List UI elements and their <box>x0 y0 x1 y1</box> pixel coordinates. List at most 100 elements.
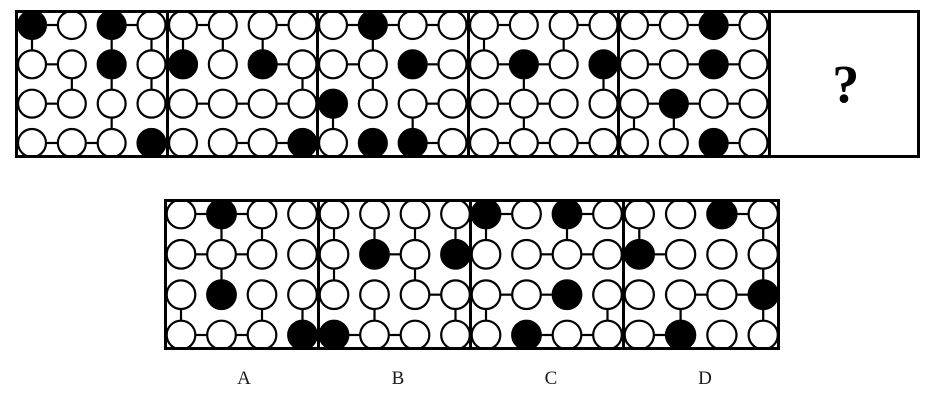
node-empty <box>358 279 390 311</box>
node-empty <box>246 202 278 230</box>
node-empty <box>167 202 197 230</box>
node-filled <box>358 238 390 270</box>
node-empty <box>168 88 198 119</box>
node-grid <box>167 202 317 347</box>
node-empty <box>705 238 738 270</box>
node-filled <box>472 202 502 230</box>
node-filled <box>397 49 428 80</box>
node-empty <box>624 202 655 230</box>
connector-lines <box>179 212 304 337</box>
node-grid <box>624 202 777 347</box>
node-filled <box>698 127 729 155</box>
node-empty <box>136 88 166 119</box>
node-filled <box>746 279 777 311</box>
node-empty <box>658 127 689 155</box>
grid-wrapper <box>620 13 768 155</box>
question-panel-1[interactable] <box>18 13 169 155</box>
node-empty <box>738 13 768 41</box>
option-label-c: C <box>544 368 558 389</box>
node-empty <box>746 238 777 270</box>
node-empty <box>437 127 467 155</box>
node-empty <box>664 202 696 230</box>
node-filled <box>551 202 583 230</box>
node-filled <box>206 202 237 230</box>
node-grid <box>469 13 617 155</box>
node-empty <box>508 88 539 119</box>
question-panel-2[interactable] <box>168 13 319 155</box>
node-empty <box>287 238 317 270</box>
node-empty <box>319 279 349 311</box>
node-empty <box>587 13 617 41</box>
node-empty <box>168 127 198 155</box>
node-filled <box>624 238 655 270</box>
node-empty <box>207 88 238 119</box>
node-empty <box>624 319 655 347</box>
node-empty <box>136 13 166 41</box>
node-empty <box>548 127 579 155</box>
node-filled <box>439 238 469 270</box>
node-empty <box>624 279 655 311</box>
node-empty <box>469 49 499 80</box>
node-empty <box>472 279 502 311</box>
node-empty <box>18 88 48 119</box>
node-empty <box>437 49 467 80</box>
node-empty <box>551 319 583 347</box>
node-empty <box>469 127 499 155</box>
node-empty <box>705 319 738 347</box>
node-filled <box>136 127 166 155</box>
node-filled <box>658 88 689 119</box>
node-empty <box>286 88 316 119</box>
node-empty <box>357 88 388 119</box>
node-empty <box>548 13 579 41</box>
node-empty <box>592 279 622 311</box>
node-empty <box>167 279 197 311</box>
node-empty <box>168 13 198 41</box>
connector-lines <box>181 23 304 145</box>
node-empty <box>319 49 349 80</box>
question-panel-4[interactable] <box>469 13 620 155</box>
grid-wrapper <box>472 202 622 347</box>
option-c[interactable] <box>472 202 625 347</box>
node-empty <box>246 319 278 347</box>
node-empty <box>56 88 87 119</box>
node-empty <box>664 238 696 270</box>
node-empty <box>592 319 622 347</box>
node-empty <box>319 13 349 41</box>
node-empty <box>56 49 87 80</box>
node-filled <box>319 319 349 347</box>
node-empty <box>511 202 542 230</box>
node-filled <box>286 127 316 155</box>
grid-wrapper <box>624 202 777 347</box>
node-empty <box>439 202 469 230</box>
grid-wrapper <box>168 13 316 155</box>
node-empty <box>587 88 617 119</box>
node-grid <box>18 13 166 155</box>
node-filled <box>551 279 583 311</box>
node-filled <box>96 13 127 41</box>
node-empty <box>746 202 777 230</box>
node-empty <box>319 202 349 230</box>
node-empty <box>247 88 278 119</box>
answer-row-frame <box>164 199 780 350</box>
node-empty <box>508 13 539 41</box>
question-panel-5[interactable] <box>620 13 771 155</box>
option-b[interactable] <box>319 202 472 347</box>
connector-lines <box>632 23 740 145</box>
question-panel-3[interactable] <box>319 13 470 155</box>
option-d[interactable] <box>624 202 777 347</box>
node-empty <box>658 13 689 41</box>
node-empty <box>357 49 388 80</box>
node-empty <box>287 202 317 230</box>
node-filled <box>705 202 738 230</box>
node-empty <box>439 279 469 311</box>
option-a[interactable] <box>167 202 320 347</box>
node-empty <box>399 279 430 311</box>
node-empty <box>469 13 499 41</box>
node-empty <box>167 238 197 270</box>
connector-lines <box>482 23 605 145</box>
node-empty <box>18 49 48 80</box>
node-empty <box>399 319 430 347</box>
node-empty <box>247 13 278 41</box>
option-label-b: B <box>391 368 405 389</box>
node-empty <box>319 238 349 270</box>
